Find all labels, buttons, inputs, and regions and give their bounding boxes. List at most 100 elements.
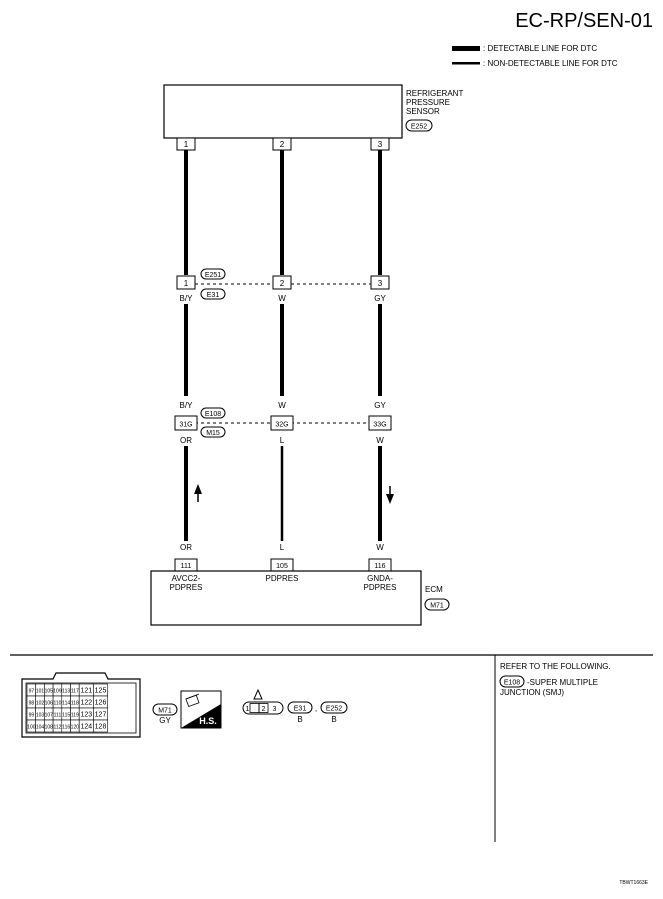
junction2-pin-33g: 33G xyxy=(368,415,392,431)
ecm-connector-badge xyxy=(424,598,450,611)
junction2-connector-m15-badge xyxy=(200,426,226,438)
m71-pin-number: 109 xyxy=(53,689,62,695)
svg-text:33G: 33G xyxy=(373,422,386,429)
junction1-pin-1: 1 xyxy=(176,275,196,290)
ecm-connector-label: M71 xyxy=(430,603,444,610)
ecm-color-2: L xyxy=(280,543,285,552)
refer-connector-label: E108 xyxy=(504,680,520,687)
m71-pin-number: 128 xyxy=(95,724,107,731)
legend-detectable-text: : DETECTABLE LINE FOR DTC xyxy=(483,44,597,53)
junction1-connector-e31-badge xyxy=(200,288,226,300)
legend-detectable-swatch xyxy=(452,46,480,51)
svg-text:2: 2 xyxy=(280,279,285,288)
ecm-color-3: W xyxy=(376,543,384,552)
m71-pin-number: 99 xyxy=(29,713,35,719)
junction2-pin-31g: 31G xyxy=(174,415,198,431)
small-3pin-connector-view: 1 2 3 xyxy=(242,688,284,715)
junction2-lower-color-3: W xyxy=(376,436,384,445)
m71-pin-cell xyxy=(93,719,108,733)
ecm-terminal-1-line-1: AVCC2- xyxy=(172,574,201,583)
label-separator: , xyxy=(315,704,317,713)
m71-pin-number: 113 xyxy=(62,689,70,695)
junction1-color-1: B/Y xyxy=(180,294,194,303)
ecm-terminal-3-line-1: GNDA- xyxy=(367,574,393,583)
svg-text:31G: 31G xyxy=(179,422,192,429)
svg-text:3: 3 xyxy=(378,140,383,149)
junction2-pin-32g: 32G xyxy=(270,415,294,431)
m71-pin-number: 118 xyxy=(71,701,79,707)
m71-label: M71 xyxy=(158,708,172,715)
sensor-name-line-3: SENSOR xyxy=(406,107,440,116)
junction2-lower-color-1: OR xyxy=(180,436,192,445)
m71-pin-number: 121 xyxy=(80,688,92,695)
ecm-pin-105: 105 xyxy=(270,558,294,572)
m71-pin-number: 104 xyxy=(36,725,45,731)
m71-pin-number: 124 xyxy=(80,724,92,731)
junction1-color-3: GY xyxy=(374,294,386,303)
sensor-pin-2: 2 xyxy=(272,137,292,151)
figure-code: TBWT1663E xyxy=(619,880,648,886)
legend-non-detectable-text: : NON-DETECTABLE LINE FOR DTC xyxy=(483,59,618,68)
refer-title: REFER TO THE FOLLOWING. xyxy=(500,662,611,671)
sensor-pin-3: 3 xyxy=(370,137,390,151)
svg-text:3: 3 xyxy=(378,279,383,288)
m71-pin-number: 125 xyxy=(95,688,107,695)
ecm-box xyxy=(150,570,422,626)
m71-pin-number: 111 xyxy=(54,713,62,719)
svg-text:105: 105 xyxy=(276,563,288,570)
arrow-down-icon xyxy=(386,494,394,504)
junction1-pin-3: 3 xyxy=(370,275,390,290)
e252-label-badge xyxy=(320,701,348,714)
svg-text:3: 3 xyxy=(273,706,277,713)
m71-pin-number: 114 xyxy=(62,701,70,707)
junction1-pin-2: 2 xyxy=(272,275,292,290)
m71-pin-number: 123 xyxy=(80,712,92,719)
junction1-connector-e251-badge xyxy=(200,268,226,280)
e31-label-badge xyxy=(287,701,313,714)
svg-text:2: 2 xyxy=(262,706,266,713)
junction2-connector-e108-badge xyxy=(200,407,226,419)
junction2-upper-color-3: GY xyxy=(374,401,386,410)
sensor-connector-label: E252 xyxy=(411,124,427,131)
m71-pin-number: 120 xyxy=(71,725,80,731)
junction1-connector-e251: E251 xyxy=(205,272,221,279)
refer-desc-line-2: JUNCTION (SMJ) xyxy=(500,688,564,697)
sensor-connector-badge xyxy=(405,119,433,132)
m71-pin-number: 112 xyxy=(53,725,61,731)
m71-pin-number: 116 xyxy=(62,725,70,731)
e252-label: E252 xyxy=(326,706,342,713)
svg-text:1: 1 xyxy=(246,706,250,713)
e252-color: B xyxy=(331,715,336,724)
m71-pin-number: 127 xyxy=(95,712,107,719)
m71-pin-number: 105 xyxy=(45,689,54,695)
e31-label: E31 xyxy=(294,706,307,713)
legend-non-detectable-swatch xyxy=(452,62,480,65)
ecm-terminal-2-line-1: PDPRES xyxy=(266,574,299,583)
sensor-pin-1: 1 xyxy=(176,137,196,151)
m71-pin-number: 102 xyxy=(36,701,45,707)
refer-desc-line-1: -SUPER MULTIPLE xyxy=(527,678,598,687)
ecm-color-1: OR xyxy=(180,543,192,552)
hs-label: H.S. xyxy=(199,716,217,726)
ecm-terminal-3-line-2: PDPRES xyxy=(364,583,397,592)
junction2-upper-color-2: W xyxy=(278,401,286,410)
page-code: EC-RP/SEN-01 xyxy=(515,10,653,32)
svg-text:1: 1 xyxy=(184,279,189,288)
svg-text:32G: 32G xyxy=(275,422,288,429)
junction1-connector-e31: E31 xyxy=(207,292,220,299)
svg-text:116: 116 xyxy=(374,563,385,570)
ecm-name: ECM xyxy=(425,585,443,594)
m71-pin-number: 107 xyxy=(45,713,54,719)
m71-pin-number: 122 xyxy=(80,700,92,707)
junction1-color-2: W xyxy=(278,294,286,303)
harness-side-icon: H.S. xyxy=(180,690,222,729)
e31-color: B xyxy=(297,715,302,724)
svg-text:1: 1 xyxy=(184,140,189,149)
svg-text:111: 111 xyxy=(181,563,192,570)
ecm-pin-116: 116 xyxy=(368,558,392,572)
sensor-box xyxy=(163,84,403,139)
